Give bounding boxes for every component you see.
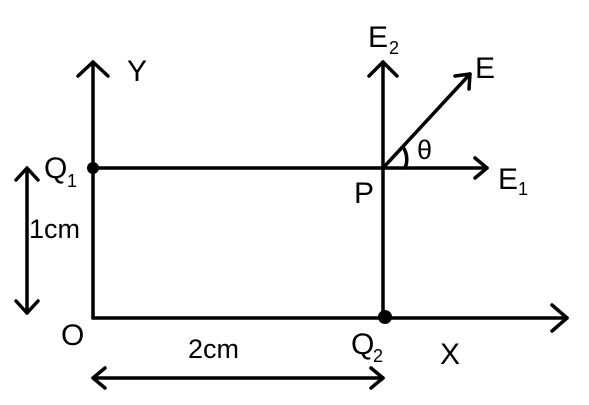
width-dimension-arrow [91, 366, 385, 390]
q1-subscript: 1 [67, 171, 77, 191]
e1-label: E [498, 163, 518, 196]
y-axis [76, 60, 110, 320]
x-axis-label: X [440, 338, 460, 371]
q1-label: Q [44, 152, 67, 185]
e2-arrow [367, 60, 399, 320]
y-axis-label: Y [127, 55, 147, 88]
e2-label: E [368, 21, 388, 54]
origin-label: O [61, 319, 84, 352]
height-dimension-label: 1cm [29, 214, 80, 244]
q2-subscript: 2 [373, 346, 383, 366]
e1-subscript: 1 [518, 179, 528, 199]
x-axis [91, 303, 569, 333]
e1-arrow [381, 156, 489, 180]
theta-label: θ [417, 135, 432, 165]
e-arrow [381, 72, 472, 170]
e-label: E [475, 52, 495, 85]
theta-arc [401, 145, 409, 170]
e2-subscript: 2 [389, 38, 399, 58]
width-dimension-label: 2cm [188, 334, 239, 364]
point-p-label: P [354, 177, 374, 210]
height-dimension-arrow [14, 166, 40, 315]
charge-q2-dot [378, 310, 392, 324]
charge-q1-dot [87, 162, 99, 174]
q2-label: Q [351, 328, 374, 361]
